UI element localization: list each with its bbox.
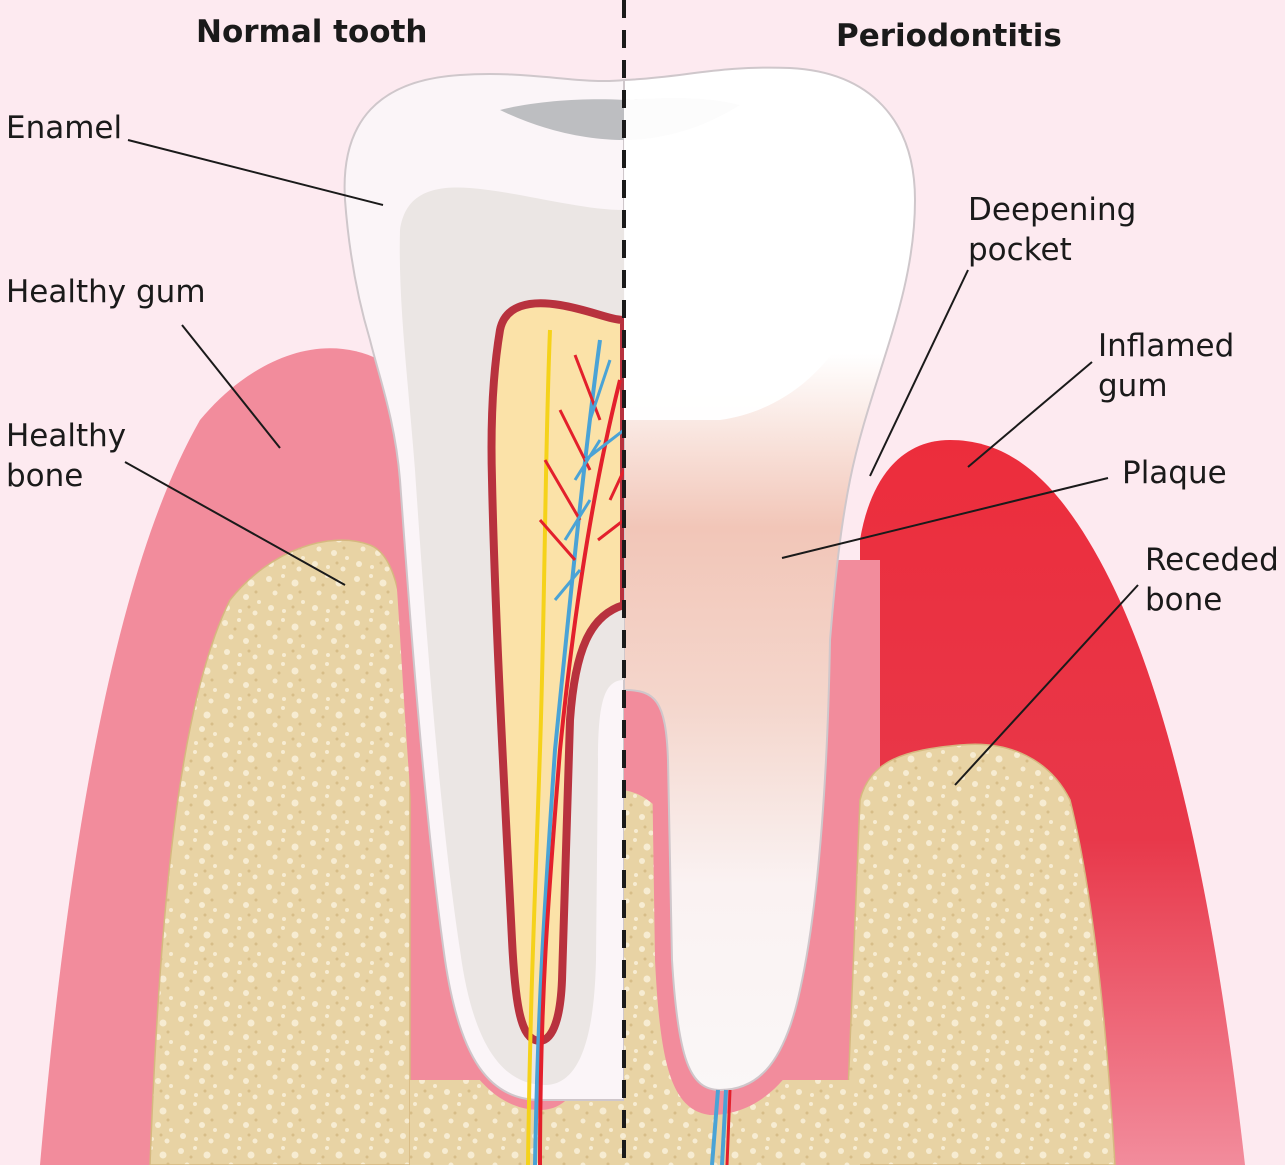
inflamed-gum-leader [967, 361, 1093, 468]
right-root-vessels [710, 1089, 728, 1165]
lower-bone-band [410, 1080, 860, 1165]
label-healthy-gum: Healthy gum [6, 274, 206, 310]
label-inflamed-gum-line1: Inflamed [1098, 328, 1235, 364]
label-enamel: Enamel [6, 110, 123, 146]
label-receded-bone: Receded bone [1145, 540, 1279, 620]
leader-lines [124, 139, 1139, 786]
right-root-artery [725, 1089, 732, 1165]
nerve-line [526, 329, 552, 1165]
label-healthy-bone-line1: Healthy [6, 418, 127, 454]
occlusal-groove [500, 99, 624, 140]
label-inflamed-gum-line2: gum [1098, 368, 1168, 404]
pulp-chamber [487, 299, 624, 1045]
label-inflamed-gum: Inflamed gum [1098, 326, 1234, 406]
label-receded-bone-line2: bone [1145, 582, 1223, 618]
label-deepening-pocket-line2: pocket [968, 232, 1072, 268]
healthy-bone-leader [124, 461, 346, 586]
vein-line [533, 339, 602, 1165]
title-periodontitis: Periodontitis [836, 18, 1062, 54]
deepening-pocket-leader [869, 269, 969, 477]
artery-branches [538, 354, 624, 561]
enamel-leader [127, 139, 384, 206]
label-plaque: Plaque [1122, 455, 1227, 491]
label-healthy-bone-line2: bone [6, 458, 84, 494]
healthy-gum-leader [181, 324, 281, 449]
receded-bone-leader [954, 584, 1139, 786]
receded-bone-shape [844, 743, 1116, 1165]
normal-tooth [343, 72, 624, 1165]
periodontitis-tooth [624, 66, 917, 1165]
plaque-leader [781, 477, 1109, 559]
label-receded-bone-line1: Receded [1145, 542, 1279, 578]
label-deepening-pocket-line1: Deepening [968, 192, 1137, 228]
artery-line [538, 379, 622, 1165]
vein-branches [553, 359, 624, 601]
label-healthy-bone: Healthy bone [6, 416, 126, 496]
title-normal-tooth: Normal tooth [196, 14, 428, 50]
crown-highlight [624, 93, 873, 420]
label-deepening-pocket: Deepening pocket [968, 190, 1136, 270]
